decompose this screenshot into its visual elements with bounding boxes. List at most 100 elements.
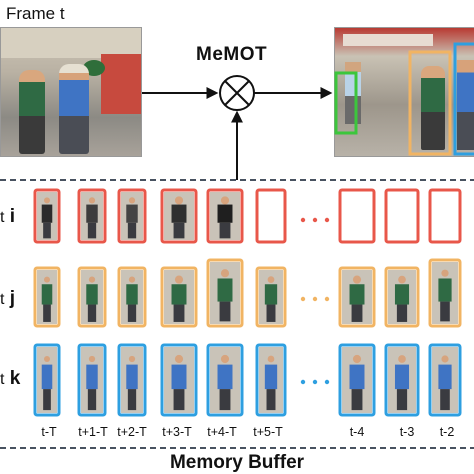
crop-person-legs (87, 222, 97, 239)
memory-slot (255, 266, 287, 328)
crop-background (81, 192, 103, 240)
crop-person-head (441, 269, 449, 277)
time-label: t-T (41, 425, 57, 439)
memory-slot (255, 188, 287, 244)
crop-person-legs (351, 389, 363, 411)
crop-background (121, 192, 143, 240)
crop-person-legs (440, 301, 450, 322)
memory-slot (255, 343, 287, 417)
crop-person-legs (396, 389, 408, 411)
crop-person-body (41, 204, 53, 223)
crop-background (164, 270, 194, 324)
crop-background (210, 347, 240, 413)
crop-person-body (171, 204, 187, 223)
crop-person-legs (43, 389, 51, 411)
crop-person-head (398, 355, 406, 363)
crop-person-body (349, 284, 365, 305)
memory-slot (33, 266, 61, 328)
crop-person-body (126, 204, 138, 223)
crop-background (259, 347, 283, 413)
crop-background (121, 347, 143, 413)
ellipsis-dot (300, 296, 306, 302)
crop-person-legs (396, 304, 408, 322)
memory-slot (428, 188, 462, 244)
crop-background (259, 270, 283, 324)
memory-slot (206, 343, 244, 417)
memory-slot (77, 266, 107, 328)
crop-person-head (128, 276, 136, 283)
memory-slot (206, 258, 244, 328)
crop-person-head (352, 354, 362, 364)
crop-person-body (264, 364, 278, 390)
memory-slot (160, 266, 198, 328)
crop-background (164, 347, 194, 413)
crop-person-body (217, 364, 233, 390)
crop-person-body (394, 284, 410, 305)
time-label: t+4-T (207, 425, 237, 439)
operator-cross (224, 80, 250, 106)
time-label: t-4 (349, 425, 365, 439)
person-right (59, 64, 89, 154)
operator-circle (219, 75, 255, 111)
crop-person-head (128, 197, 136, 204)
crop-person-body (126, 364, 138, 390)
ellipsis-dot (312, 379, 318, 385)
crop-person-body (438, 364, 452, 390)
memory-slot (384, 266, 420, 328)
memory-slot (117, 188, 147, 244)
crop-background (210, 262, 240, 324)
memory-buffer-label: Memory Buffer (169, 452, 305, 473)
crop-person-legs (266, 389, 276, 411)
crop-person-head (220, 196, 230, 205)
crop-background (37, 347, 57, 413)
crop-background (388, 347, 416, 413)
memory-slot (338, 343, 376, 417)
crop-person-body (217, 278, 233, 302)
memory-slot (117, 266, 147, 328)
crop-background (164, 192, 194, 240)
time-label: t+5-T (253, 425, 283, 439)
row-label-k: ct k (0, 368, 21, 389)
memory-slot (33, 343, 61, 417)
crop-person-body (349, 364, 365, 390)
crop-person-legs (173, 222, 185, 239)
crop-person-legs (219, 222, 231, 239)
crop-person-legs (87, 389, 97, 411)
memory-slot (160, 343, 198, 417)
crop-background (342, 270, 372, 324)
crop-person-legs (87, 304, 97, 322)
memory-slot (428, 258, 462, 328)
crop-background (432, 347, 458, 413)
row-label-i: ct i (0, 206, 16, 227)
crop-person-legs (219, 389, 231, 411)
crop-person-head (174, 354, 184, 364)
memory-slot (33, 188, 61, 244)
crop-background (81, 347, 103, 413)
crop-person-head (174, 196, 184, 205)
crop-person-head (174, 275, 184, 284)
crop-person-head (441, 355, 449, 363)
time-label: t-2 (439, 425, 455, 439)
crop-person-head (352, 275, 362, 284)
ellipsis-dot (300, 217, 306, 223)
crop-person-body (264, 284, 278, 305)
time-label: t-3 (399, 425, 415, 439)
crop-person-legs (127, 222, 137, 239)
crop-person-legs (173, 389, 185, 411)
crop-background (432, 262, 458, 324)
ellipsis-dot (312, 217, 318, 223)
memory-slot (160, 188, 198, 244)
input-frame-image (0, 27, 142, 157)
crop-person-legs (351, 304, 363, 322)
time-label: t+2-T (117, 425, 147, 439)
time-label: t+1-T (78, 425, 108, 439)
memory-slot (117, 343, 147, 417)
frame-label: Frame t (6, 4, 65, 23)
crop-person-body (217, 204, 233, 223)
crop-person-legs (173, 304, 185, 322)
operator-cross (224, 80, 250, 106)
time-label: t+3-T (162, 425, 192, 439)
crop-person-head (267, 276, 275, 283)
crop-person-body (394, 364, 410, 390)
crop-background (388, 270, 416, 324)
